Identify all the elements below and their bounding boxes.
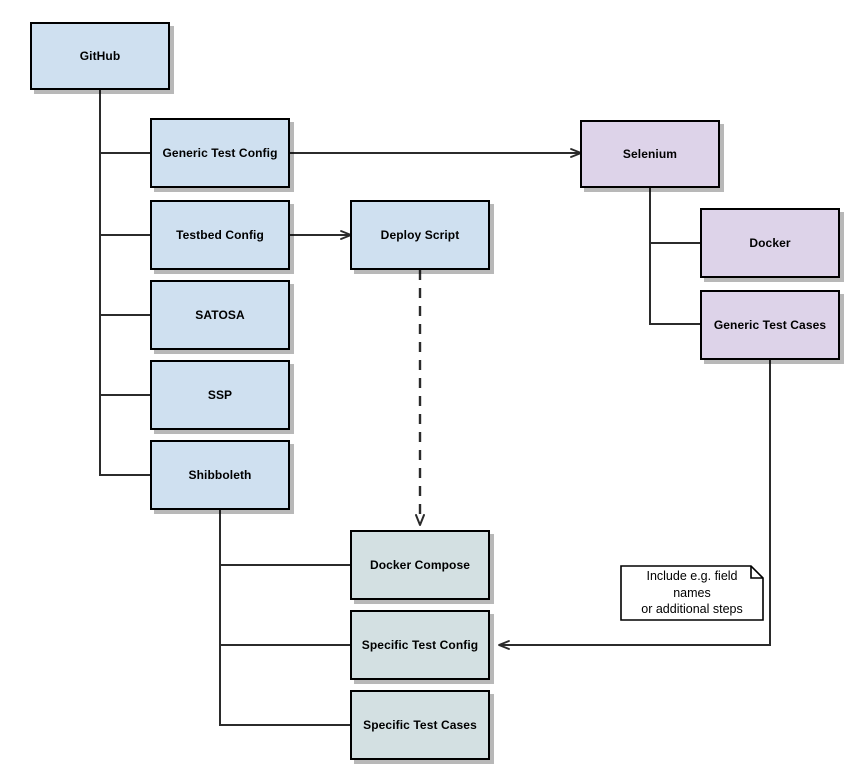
node-satosa[interactable]: SATOSA	[150, 280, 290, 350]
node-specific_test_config[interactable]: Specific Test Config	[350, 610, 490, 680]
note-text: Include e.g. field names or additional s…	[620, 568, 764, 619]
node-label-satosa: SATOSA	[195, 307, 245, 322]
node-label-generic_test_cases: Generic Test Cases	[713, 317, 827, 332]
note-line-2: or additional steps	[641, 602, 743, 617]
node-docker[interactable]: Docker	[700, 208, 840, 278]
node-label-github: GitHub	[79, 48, 121, 63]
node-github[interactable]: GitHub	[30, 22, 170, 90]
node-ssp[interactable]: SSP	[150, 360, 290, 430]
node-label-shibboleth: Shibboleth	[188, 467, 252, 482]
node-shibboleth[interactable]: Shibboleth	[150, 440, 290, 510]
node-label-selenium: Selenium	[622, 146, 678, 161]
node-specific_test_cases[interactable]: Specific Test Cases	[350, 690, 490, 760]
note-line-1: Include e.g. field names	[646, 568, 738, 600]
node-label-docker_compose: Docker Compose	[369, 557, 471, 572]
node-label-docker: Docker	[749, 235, 791, 250]
node-label-specific_test_config: Specific Test Config	[361, 637, 479, 652]
node-label-specific_test_cases: Specific Test Cases	[363, 717, 477, 732]
node-deploy_script[interactable]: Deploy Script	[350, 200, 490, 270]
node-label-ssp: SSP	[207, 387, 233, 402]
node-generic_test_cases[interactable]: Generic Test Cases	[700, 290, 840, 360]
node-testbed_config[interactable]: Testbed Config	[150, 200, 290, 270]
node-label-generic_test_config: Generic Test Config	[162, 145, 278, 160]
node-label-testbed_config: Testbed Config	[176, 227, 264, 242]
node-selenium[interactable]: Selenium	[580, 120, 720, 188]
node-generic_test_config[interactable]: Generic Test Config	[150, 118, 290, 188]
node-label-deploy_script: Deploy Script	[380, 227, 460, 242]
note-include-field-names: Include e.g. field names or additional s…	[620, 565, 764, 621]
node-docker_compose[interactable]: Docker Compose	[350, 530, 490, 600]
